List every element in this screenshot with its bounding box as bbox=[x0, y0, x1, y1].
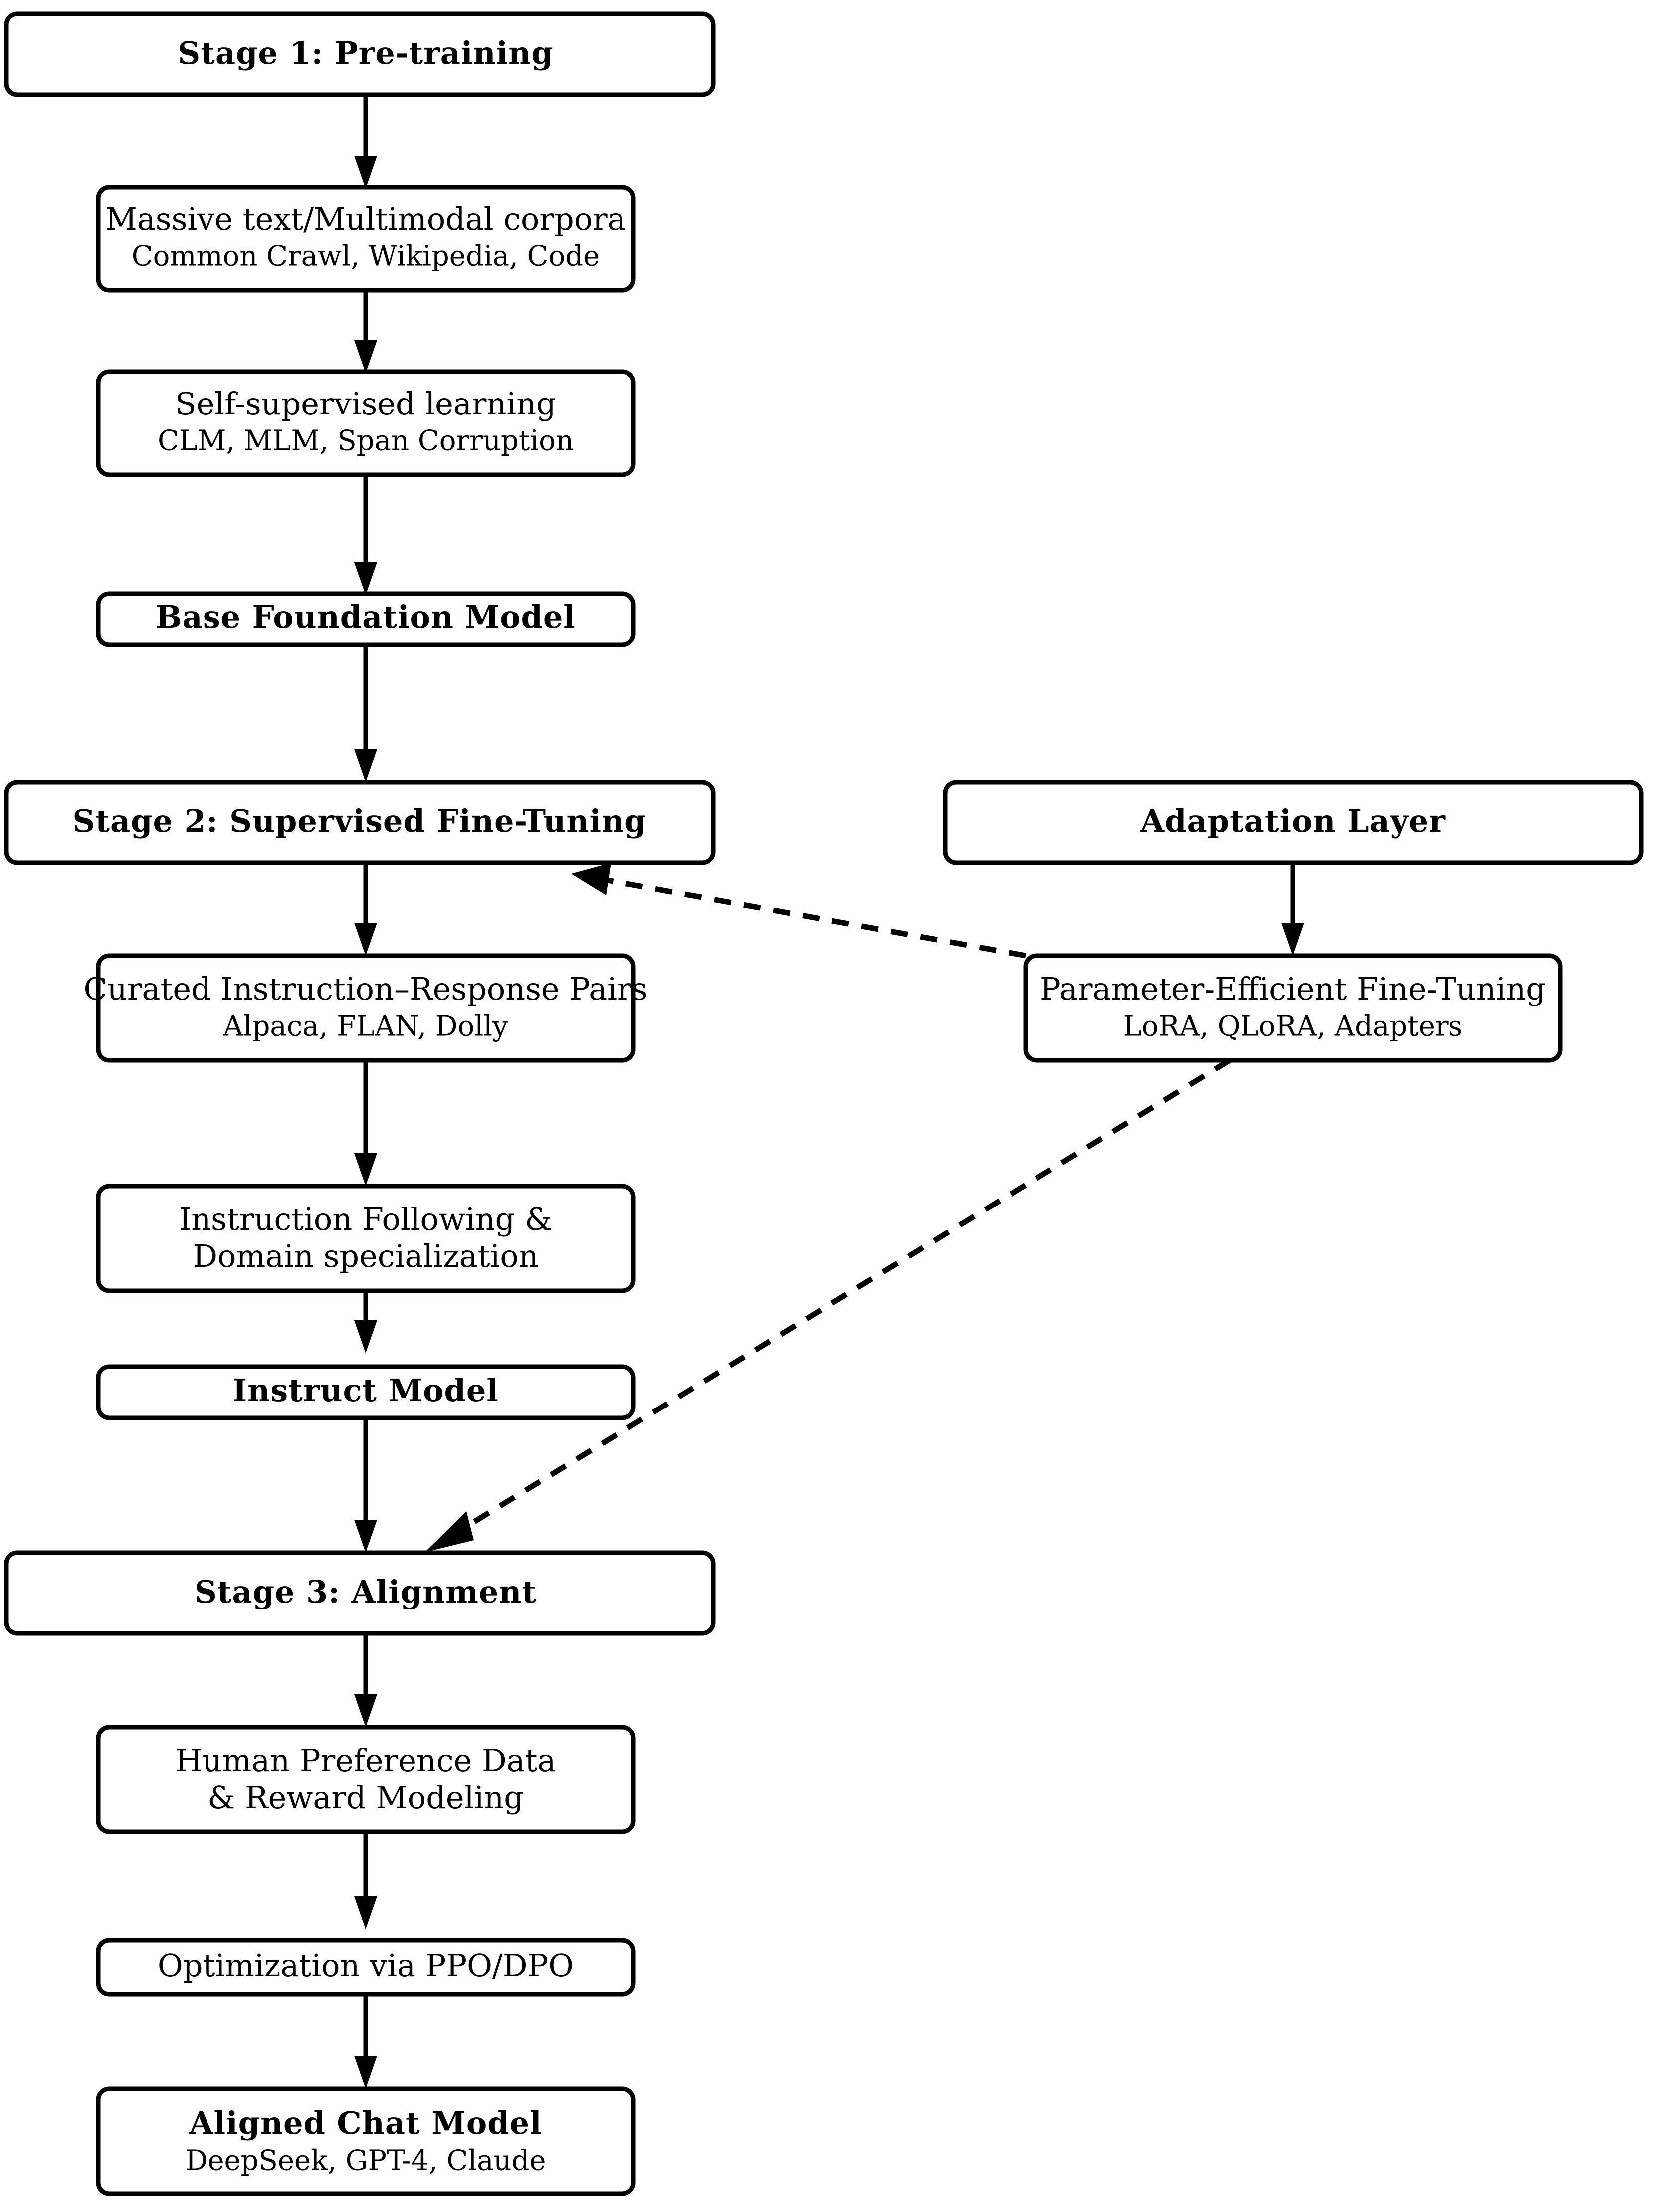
edge-peft-to-stage2-dashed bbox=[571, 863, 1026, 959]
optimization-label: Optimization via PPO/DPO bbox=[158, 1947, 574, 1984]
node-instruct-model[interactable]: Instruct Model bbox=[96, 1364, 636, 1420]
stage2-box[interactable] bbox=[4, 780, 716, 865]
pairs-label-primary: Curated Instruction–Response Pairs bbox=[84, 971, 648, 1007]
ssl-label-secondary: CLM, MLM, Span Corruption bbox=[158, 425, 574, 457]
corpora-label-primary: Massive text/Multimodal corpora bbox=[105, 201, 625, 237]
edge-stage1-to-corpora bbox=[354, 95, 377, 189]
adaptation-label: Adaptation Layer bbox=[1140, 803, 1446, 839]
aligned-label-primary: Aligned Chat Model bbox=[189, 2105, 542, 2141]
node-adaptation-layer[interactable]: Adaptation Layer bbox=[943, 780, 1644, 865]
corpora-label-secondary: Common Crawl, Wikipedia, Code bbox=[132, 240, 600, 273]
edge-corpora-to-ssl bbox=[354, 290, 377, 373]
pairs-box[interactable] bbox=[96, 953, 636, 1063]
peft-box[interactable] bbox=[1023, 953, 1563, 1063]
node-optimization[interactable]: Optimization via PPO/DPO bbox=[96, 1938, 636, 1997]
node-peft[interactable]: Parameter-Efficient Fine-Tuning LoRA, QL… bbox=[1023, 953, 1563, 1063]
optimization-box[interactable] bbox=[96, 1938, 636, 1997]
instruct-box[interactable] bbox=[96, 1364, 636, 1420]
instruct-label: Instruct Model bbox=[232, 1372, 499, 1408]
edge-stage3-to-humanpref bbox=[354, 1633, 377, 1727]
node-stage2[interactable]: Stage 2: Supervised Fine-Tuning bbox=[4, 780, 716, 865]
humanpref-label-secondary: & Reward Modeling bbox=[207, 1779, 524, 1815]
node-corpora[interactable]: Massive text/Multimodal corpora Common C… bbox=[96, 185, 636, 293]
node-aligned-chat-model[interactable]: Aligned Chat Model DeepSeek, GPT-4, Clau… bbox=[96, 2086, 636, 2196]
basemodel-box[interactable] bbox=[96, 591, 636, 647]
humanpref-label-primary: Human Preference Data bbox=[175, 1742, 556, 1779]
node-self-supervised-learning[interactable]: Self-supervised learning CLM, MLM, Span … bbox=[96, 369, 636, 477]
peft-label-primary: Parameter-Efficient Fine-Tuning bbox=[1040, 971, 1546, 1007]
edge-humanpref-to-optimization bbox=[354, 1832, 377, 1929]
edge-stage2-to-pairs bbox=[354, 863, 377, 956]
node-stage1[interactable]: Stage 1: Pre-training bbox=[4, 11, 716, 97]
ssl-box[interactable] bbox=[96, 369, 636, 477]
basemodel-label: Base Foundation Model bbox=[156, 599, 576, 635]
aligned-label-secondary: DeepSeek, GPT-4, Claude bbox=[185, 2145, 546, 2177]
edge-adaptation-to-peft bbox=[1281, 863, 1304, 956]
edge-ssl-to-basemodel bbox=[354, 474, 377, 595]
humanpref-box[interactable] bbox=[96, 1725, 636, 1834]
node-human-preference[interactable]: Human Preference Data & Reward Modeling bbox=[96, 1725, 636, 1834]
pairs-label-secondary: Alpaca, FLAN, Dolly bbox=[222, 1010, 508, 1043]
adaptation-box[interactable] bbox=[943, 780, 1644, 865]
edge-instrfollow-to-instruct bbox=[354, 1291, 377, 1353]
stage3-box[interactable] bbox=[4, 1550, 716, 1636]
edge-basemodel-to-stage2 bbox=[354, 643, 377, 782]
ssl-label-primary: Self-supervised learning bbox=[175, 386, 556, 422]
aligned-box[interactable] bbox=[96, 2086, 636, 2196]
edge-pairs-to-instrfollow bbox=[354, 1060, 377, 1186]
node-stage3[interactable]: Stage 3: Alignment bbox=[4, 1550, 716, 1636]
corpora-box[interactable] bbox=[96, 185, 636, 293]
instrfollow-label-secondary: Domain specialization bbox=[193, 1238, 538, 1274]
edge-instruct-to-stage3 bbox=[354, 1418, 377, 1553]
edge-peft-to-stage3-dashed bbox=[425, 1058, 1231, 1552]
stage2-label: Stage 2: Supervised Fine-Tuning bbox=[73, 803, 647, 839]
edges-layer bbox=[354, 95, 1304, 2089]
stage3-label: Stage 3: Alignment bbox=[195, 1574, 537, 1610]
node-base-foundation-model[interactable]: Base Foundation Model bbox=[96, 591, 636, 647]
node-instruction-following[interactable]: Instruction Following & Domain specializ… bbox=[96, 1184, 636, 1293]
stage1-label: Stage 1: Pre-training bbox=[178, 35, 553, 71]
peft-label-secondary: LoRA, QLoRA, Adapters bbox=[1123, 1010, 1463, 1043]
stage1-box[interactable] bbox=[4, 11, 716, 97]
instrfollow-box[interactable] bbox=[96, 1184, 636, 1293]
instrfollow-label-primary: Instruction Following & bbox=[179, 1201, 553, 1237]
edge-optimization-to-aligned bbox=[354, 1994, 377, 2089]
node-curated-pairs[interactable]: Curated Instruction–Response Pairs Alpac… bbox=[84, 953, 648, 1063]
